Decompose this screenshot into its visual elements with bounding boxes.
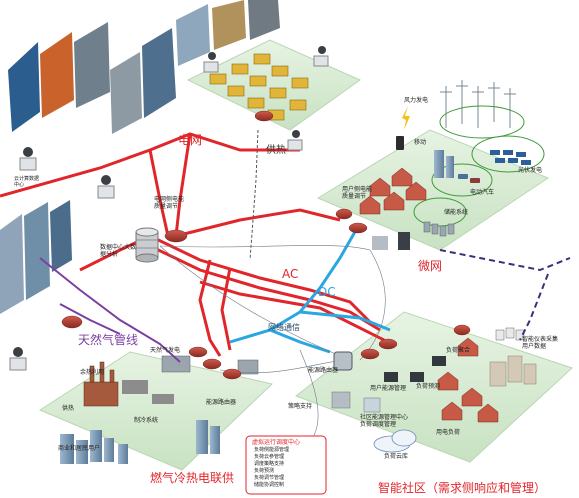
power-quality-label: 电网侧电能质量调节 (154, 196, 185, 210)
pv-label: 光伏发电 (518, 167, 543, 174)
comm-dashed-line (439, 249, 571, 341)
legend-item: 负荷云参管理 (254, 454, 285, 460)
user-side-quality-label: 用户侧电能质量调节 (342, 186, 373, 200)
gas-pipeline-label: 天然气管线 (78, 333, 139, 347)
data-center-cylinder (135, 227, 159, 263)
legend-item: 负荷调节管理 (254, 475, 285, 481)
network-comm-label: 网络通信 (268, 323, 300, 332)
microgrid-label: 微网 (418, 259, 443, 273)
waste-heat-label: 余热利用 (80, 369, 105, 376)
microgrid-platform (316, 80, 550, 251)
heating-label: 供热 (62, 405, 75, 412)
energy-router-label: 能源路由器 (206, 399, 237, 406)
user-load-label: 用电负荷 (436, 429, 461, 436)
legend-item: 负荷侧能源管理 (254, 447, 290, 453)
storage-label: 储能系统 (444, 209, 469, 216)
ac-label: AC (282, 267, 299, 281)
legend-item: 负荷预测 (254, 468, 275, 474)
gas-power-label: 天然气发电 (150, 347, 181, 354)
energy-router-box (333, 351, 353, 371)
cchp-label: 燃气冷热电联供 (150, 471, 235, 485)
user-mgmt-label: 用户能源管理 (370, 385, 407, 392)
legend-title: 虚拟运行调度中心 (252, 439, 301, 446)
legend-item: 储能协调控制 (254, 482, 285, 488)
legend-box (245, 435, 327, 495)
heat-supply-line (249, 129, 259, 261)
data-center-label: 数据中心大数据分析 (100, 244, 137, 258)
router-nodes (61, 110, 471, 380)
power-grid-label: 电网 (178, 133, 203, 147)
smart-community-label: 智能社区（需求侧响应和管理） (378, 481, 547, 495)
photo-strip-center (176, 0, 280, 66)
legend-item: 调度策略支持 (254, 461, 285, 467)
load-cloud-label: 负荷云库 (384, 453, 409, 460)
photo-strip-left (8, 22, 176, 134)
cloud-label: 云计算数据中心 (14, 176, 40, 188)
commercial-label: 商业和居民用户 (58, 445, 101, 452)
gas-pipeline-line (39, 257, 181, 363)
wind-power-label: 风力发电 (404, 97, 429, 104)
dc-label: DC (318, 285, 336, 299)
ev-label: 电动汽车 (470, 189, 495, 196)
community-platform (294, 311, 573, 463)
photo-strip-mid-left (0, 200, 72, 314)
energy-router-label-2: 能源路由器 (308, 367, 339, 374)
cooling-label: 制冷系统 (134, 417, 159, 424)
mobile-label: 移动 (414, 139, 427, 146)
policy-support-label: 策略支持 (288, 403, 313, 410)
smart-meter-label: 智能仪表采集用户数据 (522, 336, 559, 350)
load-forecast-label: 负荷预测 (416, 383, 441, 390)
user-figures (9, 46, 329, 371)
heat-supply-label: 供热 (266, 145, 286, 156)
cchp-platform (38, 351, 274, 471)
load-agg-label: 负荷聚合 (446, 347, 471, 354)
dc-power-lines (229, 229, 391, 354)
community-center-label: 社区能源管理中心负荷调度管理 (360, 414, 409, 428)
